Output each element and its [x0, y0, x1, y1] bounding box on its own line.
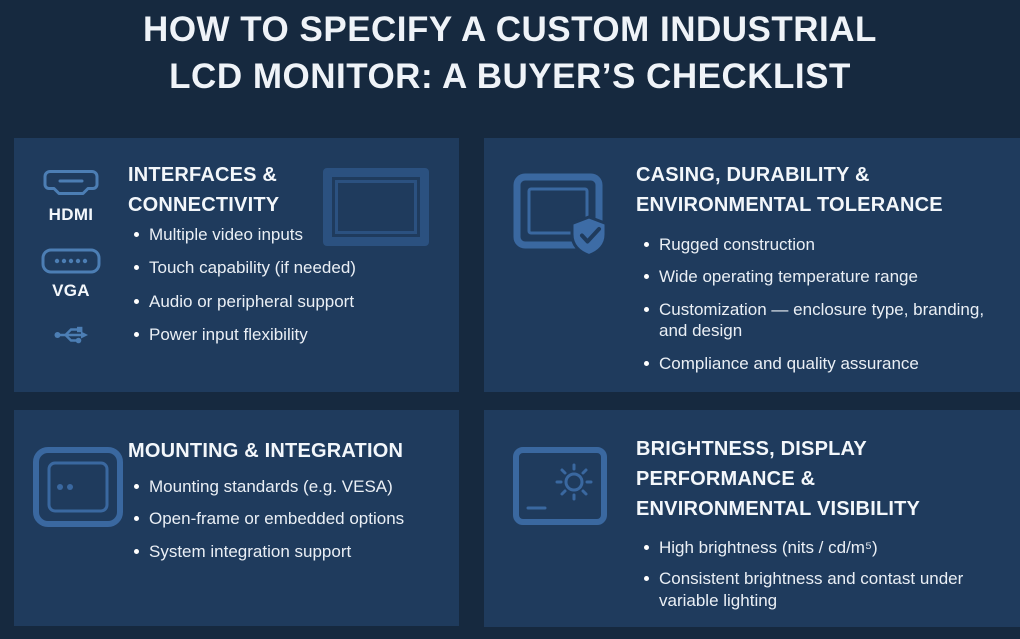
bullet-list-brightness: High brightness (nits / cd/m⁵) Consisten…: [642, 537, 982, 621]
card-title-interfaces: INTERFACES & CONNECTIVITY: [128, 160, 279, 220]
bullet-item: Mounting standards (e.g. VESA): [132, 476, 452, 497]
bullet-item: Compliance and quality assurance: [642, 353, 987, 374]
card-interfaces-connectivity: HDMI VGA INT: [14, 138, 459, 392]
bullet-list-interfaces: Multiple video inputs Touch capability (…: [132, 224, 432, 358]
card-title-line: ENVIRONMENTAL TOLERANCE: [636, 194, 943, 216]
card-title-line: BRIGHTNESS, DISPLAY: [636, 438, 867, 460]
monitor-outline-inner: [335, 180, 417, 234]
bullet-item: Wide operating temperature range: [642, 266, 987, 287]
card-brightness-performance: BRIGHTNESS, DISPLAY PERFORMANCE & ENVIRO…: [484, 410, 1020, 627]
card-casing-durability: CASING, DURABILITY & ENVIRONMENTAL TOLER…: [484, 138, 1020, 392]
bullet-item: Consistent brightness and contast under …: [642, 568, 982, 611]
monitor-outline-icon: [323, 168, 429, 246]
page-title-line2: LCD MONITOR: A BUYER’S CHECKLIST: [169, 57, 851, 97]
bullet-list-casing: Rugged construction Wide operating tempe…: [642, 234, 987, 385]
bullet-list-mounting: Mounting standards (e.g. VESA) Open-fram…: [132, 476, 452, 573]
card-title-line: INTERFACES &: [128, 164, 278, 186]
vesa-mount-icon: [33, 447, 123, 527]
bullet-item: Customization — enclosure type, branding…: [642, 299, 987, 342]
bullet-item: Power input flexibility: [132, 324, 432, 345]
vga-port-icon: [41, 248, 101, 274]
card-mounting-integration: MOUNTING & INTEGRATION Mounting standard…: [14, 410, 459, 626]
port-icon-column: HDMI VGA: [38, 168, 104, 350]
card-title-line: PERFORMANCE &: [636, 468, 816, 490]
usb-icon: [54, 326, 88, 344]
bullet-item: System integration support: [132, 541, 452, 562]
card-title-casing: CASING, DURABILITY & ENVIRONMENTAL TOLER…: [636, 160, 943, 220]
bullet-item: Multiple video inputs: [132, 224, 432, 245]
card-title-line: MOUNTING & INTEGRATION: [128, 440, 404, 462]
bullet-item: Audio or peripheral support: [132, 291, 432, 312]
hdmi-port-icon: [43, 170, 99, 195]
bullet-item: Touch capability (if needed): [132, 257, 432, 278]
card-title-line: CASING, DURABILITY &: [636, 164, 870, 186]
card-title-brightness: BRIGHTNESS, DISPLAY PERFORMANCE & ENVIRO…: [636, 434, 920, 524]
card-title-line: ENVIRONMENTAL VISIBILITY: [636, 498, 921, 520]
bullet-item: Open-frame or embedded options: [132, 508, 452, 529]
bullet-item: Rugged construction: [642, 234, 987, 255]
hdmi-label: HDMI: [48, 205, 94, 224]
card-title-mounting: MOUNTING & INTEGRATION: [128, 436, 403, 466]
brightness-monitor-icon: [513, 447, 607, 525]
vga-label: VGA: [52, 281, 90, 300]
page-title: HOW TO SPECIFY A CUSTOM INDUSTRIAL LCD M…: [0, 6, 1020, 101]
page-title-line1: HOW TO SPECIFY A CUSTOM INDUSTRIAL: [143, 10, 877, 49]
card-title-line: CONNECTIVITY: [128, 194, 280, 216]
bullet-item: High brightness (nits / cd/m⁵): [642, 537, 982, 558]
rugged-monitor-shield-icon: [513, 173, 608, 258]
